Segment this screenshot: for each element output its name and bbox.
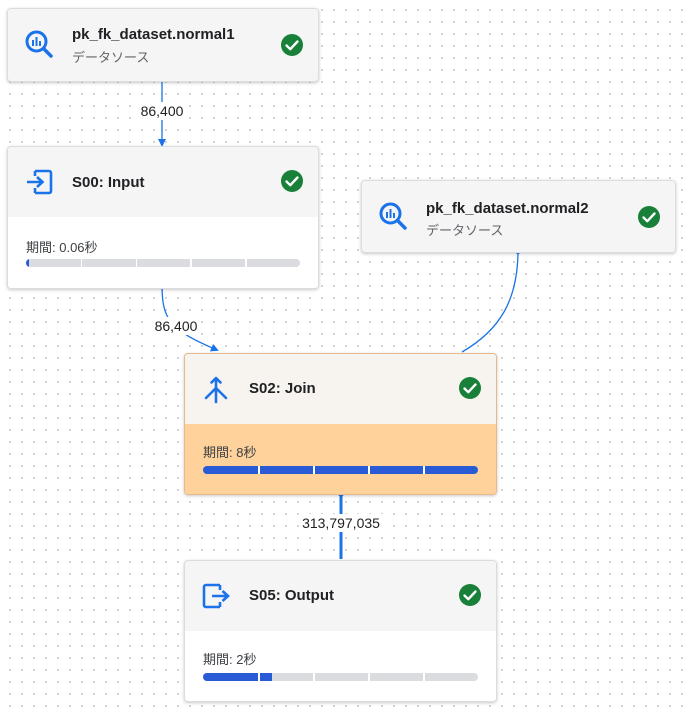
stage-node-s00-input[interactable]: S00: Input 期間: 0.06秒: [7, 146, 319, 289]
progress-segment-divider: [368, 673, 370, 681]
node-body: 期間: 2秒: [185, 631, 496, 701]
node-title: pk_fk_dataset.normal1: [72, 26, 235, 43]
progress-bar: [203, 673, 478, 681]
edge-label-source1-s00: 86,400: [137, 102, 187, 120]
input-icon: [27, 169, 53, 195]
progress-segment-divider: [135, 259, 138, 267]
join-icon: [204, 376, 228, 404]
success-check-icon: [281, 170, 303, 192]
progress-segment-divider: [313, 673, 315, 681]
edge-s00-to-s02: [158, 281, 219, 352]
node-title: S05: Output: [249, 587, 334, 604]
edge-source2-to-s02: [461, 246, 522, 353]
progress-fill: [26, 259, 29, 267]
stage-node-s02-join[interactable]: S02: Join 期間: 8秒: [184, 353, 497, 495]
progress-segment-divider: [258, 466, 260, 474]
progress-segment-divider: [368, 466, 370, 474]
edge-label-s02-s05: 313,797,035: [299, 514, 383, 532]
output-icon: [202, 583, 230, 609]
node-title: S00: Input: [72, 174, 145, 191]
success-check-icon: [281, 34, 303, 56]
success-check-icon: [638, 206, 660, 228]
bigquery-icon: [25, 30, 53, 58]
progress-segment-divider: [245, 259, 247, 267]
progress-segment-divider: [80, 259, 83, 267]
progress-segment-divider: [423, 673, 425, 681]
node-header: S02: Join: [185, 354, 496, 424]
progress-bar: [26, 259, 300, 267]
stage-node-s05-output[interactable]: S05: Output 期間: 2秒: [184, 560, 497, 702]
node-title: pk_fk_dataset.normal2: [426, 200, 589, 217]
node-body: 期間: 0.06秒: [8, 217, 318, 288]
node-header: pk_fk_dataset.normal2 データソース: [362, 181, 675, 251]
datasource-node-normal1[interactable]: pk_fk_dataset.normal1 データソース: [7, 8, 319, 82]
node-title: S02: Join: [249, 380, 316, 397]
progress-bar: [203, 466, 478, 474]
progress-segment-divider: [313, 466, 315, 474]
duration-label: 期間: 8秒: [203, 445, 257, 460]
edge-label-s00-s02: 86,400: [151, 317, 201, 335]
datasource-node-normal2[interactable]: pk_fk_dataset.normal2 データソース: [361, 180, 676, 253]
duration-label: 期間: 0.06秒: [26, 240, 98, 255]
node-subtitle: データソース: [72, 50, 150, 65]
node-header: S05: Output: [185, 561, 496, 631]
node-subtitle: データソース: [426, 223, 504, 238]
duration-label: 期間: 2秒: [203, 652, 257, 667]
progress-fill: [203, 673, 272, 681]
node-header: S00: Input: [8, 147, 318, 217]
bigquery-icon: [379, 202, 407, 230]
progress-segment-divider: [190, 259, 192, 267]
success-check-icon: [459, 377, 481, 399]
success-check-icon: [459, 584, 481, 606]
progress-segment-divider: [258, 673, 260, 681]
node-body: 期間: 8秒: [185, 424, 496, 494]
progress-segment-divider: [423, 466, 425, 474]
node-header: pk_fk_dataset.normal1 データソース: [8, 9, 318, 79]
progress-fill: [203, 466, 478, 474]
